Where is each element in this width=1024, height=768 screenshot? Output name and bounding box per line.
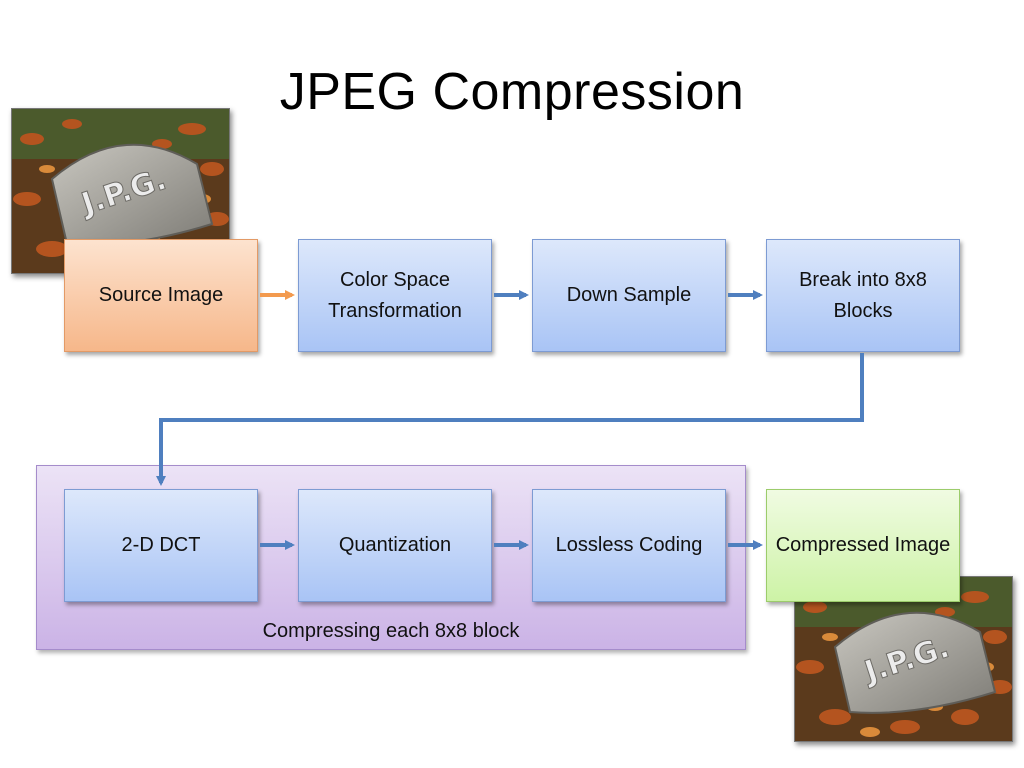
- down-sample-box: Down Sample: [532, 239, 726, 352]
- color-space-label: Color Space Transformation: [328, 268, 462, 322]
- source-image-box: Source Image: [64, 239, 258, 352]
- color-space-box: Color Space Transformation: [298, 239, 492, 352]
- lossless-coding-box: Lossless Coding: [532, 489, 726, 602]
- dct-box: 2-D DCT: [64, 489, 258, 602]
- slide-title: JPEG Compression: [279, 63, 745, 121]
- quantization-box: Quantization: [298, 489, 492, 602]
- dct-label: 2-D DCT: [121, 534, 201, 556]
- break-blocks-box: Break into 8x8 Blocks: [766, 239, 960, 352]
- break-blocks-label: Break into 8x8 Blocks: [799, 268, 927, 322]
- compressed-image-label: Compressed Image: [775, 534, 951, 556]
- quantization-label: Quantization: [338, 534, 452, 556]
- group-label: Compressing each 8x8 block: [262, 620, 520, 642]
- compressed-image-box: Compressed Image: [766, 489, 960, 602]
- arrow-break-to-dct: [156, 353, 864, 486]
- lossless-coding-label: Lossless Coding: [555, 534, 703, 556]
- down-sample-label: Down Sample: [566, 284, 692, 306]
- source-image-label: Source Image: [98, 284, 224, 306]
